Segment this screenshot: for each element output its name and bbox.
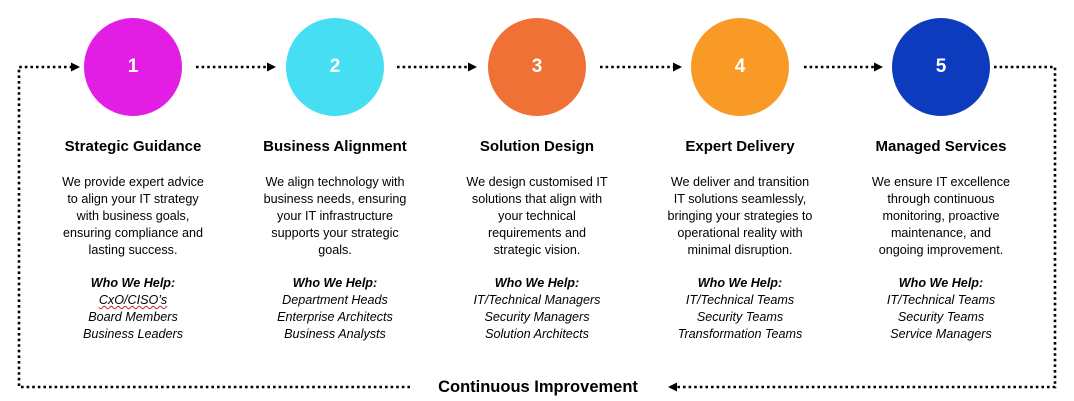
who-we-help-label: Who We Help:: [494, 276, 580, 290]
step-description: We design customised IT solutions that al…: [437, 174, 637, 259]
description-line: to align your IT strategy: [67, 192, 199, 206]
audience-item: IT/Technical Teams: [886, 293, 996, 307]
step-description: We provide expert advice to align your IT…: [33, 174, 233, 259]
description-line: minimal disruption.: [687, 243, 793, 257]
continuous-improvement-label: Continuous Improvement: [418, 376, 658, 398]
step-2: Business Alignment We align technology wi…: [235, 138, 435, 343]
step-title: Managed Services: [875, 138, 1007, 155]
audience-item: IT/Technical Managers: [473, 293, 601, 307]
description-line: goals.: [318, 243, 352, 257]
step-title: Business Alignment: [263, 138, 407, 155]
who-we-help-label: Who We Help:: [697, 276, 783, 290]
step-1: Strategic Guidance We provide expert advi…: [33, 138, 233, 343]
step-description: We align technology with business needs, …: [235, 174, 435, 259]
audience-item: Transformation Teams: [677, 327, 803, 341]
step-4-circle: 4: [691, 18, 789, 116]
audience-item: Enterprise Architects: [277, 310, 393, 324]
audience-item: Service Managers: [890, 327, 992, 341]
step-number: 1: [127, 56, 139, 77]
description-line: lasting success.: [88, 243, 178, 257]
description-line: We design customised IT: [466, 175, 608, 189]
description-line: We deliver and transition: [670, 175, 810, 189]
step-description: We ensure IT excellence through continuou…: [841, 174, 1041, 259]
step-title: Strategic Guidance: [64, 138, 202, 155]
step-1-circle: 1: [84, 18, 182, 116]
audience-item: Department Heads: [282, 293, 388, 307]
audience-item: IT/Technical Teams: [685, 293, 795, 307]
audience-item: Business Analysts: [284, 327, 386, 341]
audience-item: Security Managers: [484, 310, 590, 324]
description-line: your IT infrastructure: [277, 209, 393, 223]
description-line: supports your strategic: [271, 226, 399, 240]
description-line: through continuous: [887, 192, 995, 206]
description-line: ensuring compliance and: [62, 226, 204, 240]
description-line: requirements and: [487, 226, 586, 240]
loop-left-return: [17, 62, 410, 389]
description-line: maintenance, and: [890, 226, 992, 240]
step-title: Expert Delivery: [685, 138, 795, 155]
description-line: We align technology with: [265, 175, 405, 189]
who-we-help-label: Who We Help:: [898, 276, 984, 290]
step-2-circle: 2: [286, 18, 384, 116]
who-we-help-label: Who We Help:: [292, 276, 378, 290]
step-number: 4: [734, 56, 746, 77]
step-5: Managed Services We ensure IT excellence t…: [841, 138, 1041, 343]
description-line: bringing your strategies to: [667, 209, 813, 223]
description-line: with business goals,: [76, 209, 190, 223]
description-line: business needs, ensuring: [263, 192, 407, 206]
step-number: 3: [531, 56, 543, 77]
step-3-circle: 3: [488, 18, 586, 116]
description-line: strategic vision.: [493, 243, 581, 257]
description-line: We ensure IT excellence: [871, 175, 1011, 189]
step-title: Solution Design: [479, 138, 595, 155]
step-4: Expert Delivery We deliver and transition…: [640, 138, 840, 343]
description-line: your technical: [498, 209, 576, 223]
audience-item: Security Teams: [897, 310, 985, 324]
step-3: Solution Design We design customised IT so…: [437, 138, 637, 343]
audience-text: CxO/CISO’s: [98, 293, 168, 307]
audience-item: Security Teams: [696, 310, 784, 324]
who-we-help-label: Who We Help:: [90, 276, 176, 290]
audience-item: Board Members: [88, 310, 178, 324]
description-line: ongoing improvement.: [878, 243, 1004, 257]
loop-right-return: [668, 65, 1057, 392]
audience-item: CxO/CISO’s: [33, 292, 233, 309]
description-line: IT solutions seamlessly,: [673, 192, 807, 206]
description-line: solutions that align with: [471, 192, 603, 206]
audience-item: Solution Architects: [485, 327, 589, 341]
step-number: 2: [329, 56, 341, 77]
description-line: We provide expert advice: [62, 175, 204, 189]
audience-item: Business Leaders: [82, 327, 184, 341]
step-number: 5: [935, 56, 947, 77]
description-line: operational reality with: [677, 226, 803, 240]
step-description: We deliver and transition IT solutions se…: [640, 174, 840, 259]
description-line: monitoring, proactive: [882, 209, 1000, 223]
step-5-circle: 5: [892, 18, 990, 116]
